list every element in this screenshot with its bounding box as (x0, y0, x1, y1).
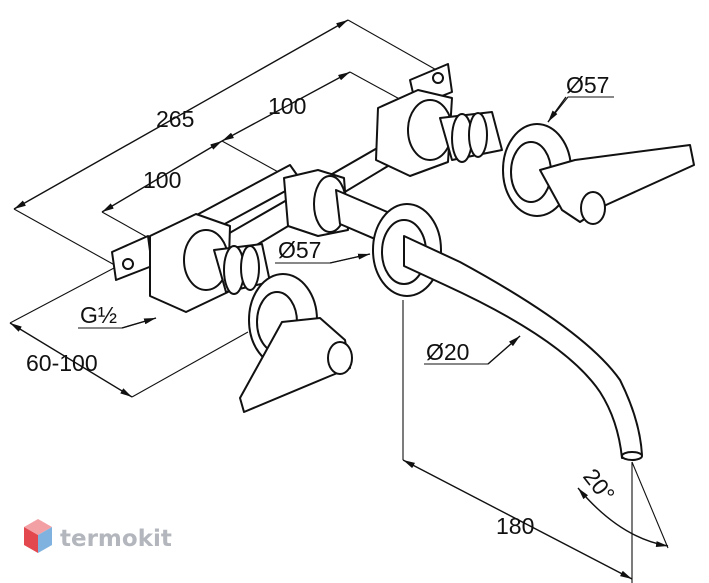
watermark: termokit (24, 519, 172, 553)
dim-diameter-57-center: Ø57 (278, 237, 321, 263)
dim-thread-g-half: G½ (80, 302, 117, 328)
dim-180: 180 (496, 513, 534, 539)
dim-100-mid: 100 (143, 167, 181, 193)
watermark-logo-icon (24, 519, 52, 553)
dimension-lines (9, 19, 669, 583)
dim-265: 265 (156, 106, 194, 132)
dim-100-top: 100 (268, 93, 306, 119)
faucet-body (111, 63, 695, 461)
dim-diameter-20: Ø20 (426, 339, 469, 365)
dim-angle-20-degrees: 20° (578, 464, 620, 507)
watermark-text: termokit (60, 526, 172, 552)
dimension-texts: 265 100 100 Ø57 Ø57 G½ 60-100 Ø20 180 20… (26, 72, 620, 539)
dim-60-100: 60-100 (26, 350, 98, 376)
dim-diameter-57-right: Ø57 (566, 72, 609, 98)
